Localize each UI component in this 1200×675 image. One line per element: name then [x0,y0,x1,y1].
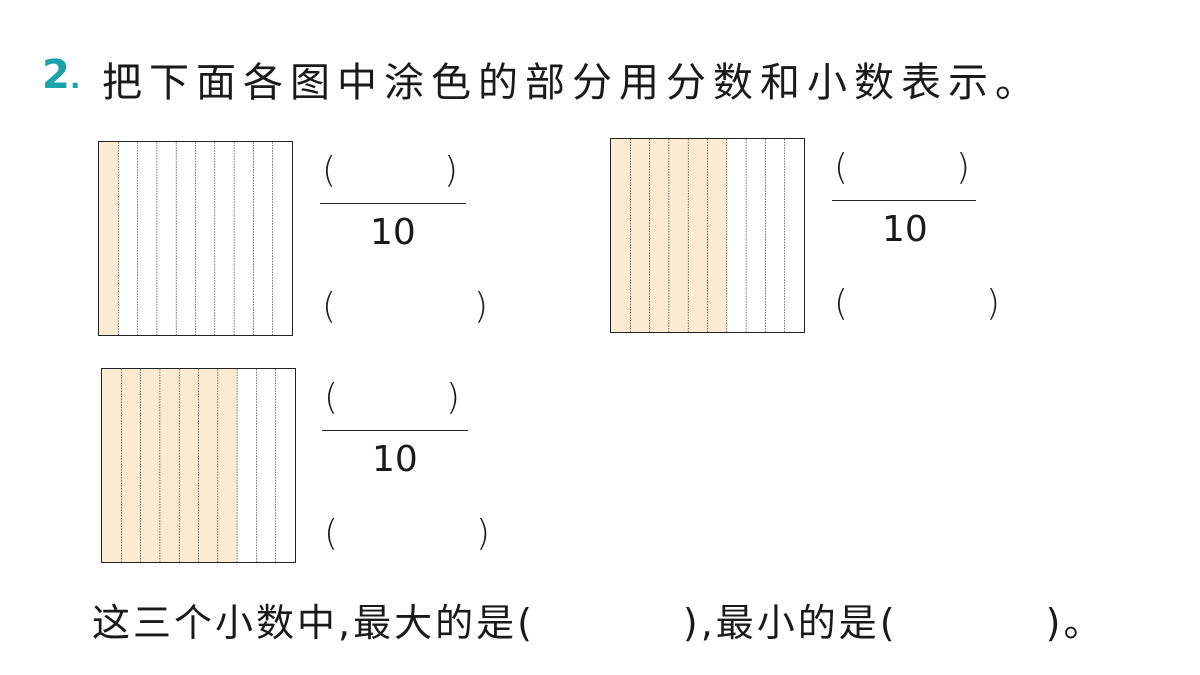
shaded-column [630,139,650,332]
decimal-close-paren: ) [986,283,1001,324]
fraction-numerator-close-paren: ) [444,150,459,191]
shaded-column [198,369,218,562]
decimal-open-paren: ( [322,286,337,327]
fraction-denominator: 10 [370,212,416,253]
decimal-open-paren: ( [324,513,339,554]
shaded-column [217,369,238,562]
fraction-numerator-close-paren: ) [956,147,971,188]
shaded-column [121,369,141,562]
answer-block-1: ( ) 10 ( ) [318,150,488,350]
shaded-column [159,369,180,562]
grid-drawing [102,369,295,562]
summary-part-1: 这三个小数中,最大的是( [92,601,535,645]
grid-drawing [99,142,292,335]
shaded-column [668,139,689,332]
shaded-column [140,369,160,562]
shaded-column [688,139,708,332]
summary-part-3: )。 [1045,601,1105,645]
shaded-column [649,139,669,332]
question-number: 2. [42,52,81,98]
shaded-column [179,369,199,562]
decimal-close-paren: ) [476,513,491,554]
shaded-column [102,369,122,562]
fraction-numerator-open-paren: ( [324,377,339,418]
decimal-close-paren: ) [474,286,489,327]
summary-part-2: ),最小的是( [682,601,898,645]
shaded-column [99,142,119,335]
answer-block-3: ( ) 10 ( ) [320,377,490,577]
answer-block-2: ( ) 10 ( ) [830,147,1000,347]
question-prompt: 把下面各图中涂色的部分用分数和小数表示。 [102,60,1042,106]
fraction-denominator: 10 [372,439,418,480]
tenths-grid-2 [610,138,805,333]
fraction-bar [322,430,468,432]
fraction-bar [320,203,466,205]
shaded-column [611,139,631,332]
grid-drawing [611,139,804,332]
tenths-grid-3 [101,368,296,563]
tenths-grid-1 [98,141,293,336]
fraction-numerator-open-paren: ( [322,150,337,191]
decimal-open-paren: ( [834,283,849,324]
shaded-column [707,139,727,332]
fraction-numerator-close-paren: ) [446,377,461,418]
summary-sentence: 这三个小数中,最大的是( ),最小的是( )。 [92,592,1104,647]
fraction-bar [832,200,976,202]
fraction-numerator-open-paren: ( [834,147,849,188]
fraction-denominator: 10 [882,209,928,250]
